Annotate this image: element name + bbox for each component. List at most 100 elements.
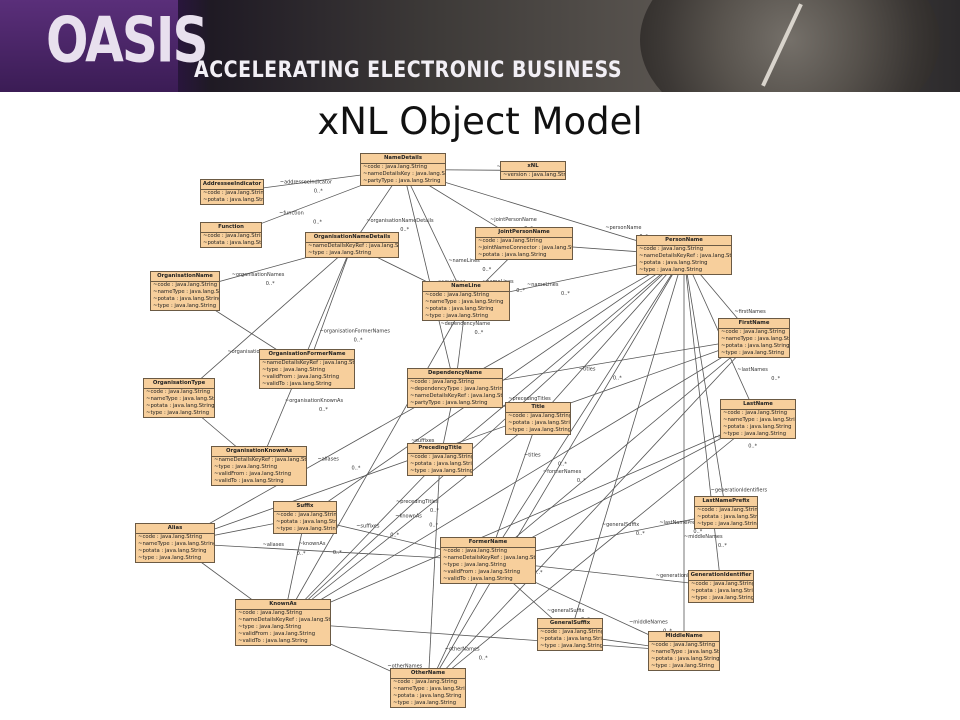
association-label: ~personName <box>605 225 641 231</box>
uml-attribute: ~validTo : java.lang.String <box>214 478 284 484</box>
uml-class-othername: OtherName~code : java.lang.String~nameTy… <box>390 668 466 708</box>
uml-class-title: Title~code : java.lang.String~potata : j… <box>505 402 571 435</box>
association-line <box>683 254 722 587</box>
association-label: ~organisationTypes <box>227 349 277 355</box>
uml-attribute: ~validFrom : java.lang.String <box>214 471 292 477</box>
uml-attribute: ~partyType : java.lang.String <box>363 178 441 184</box>
uml-attribute: ~potata : java.lang.String <box>723 424 792 430</box>
association-line <box>454 337 755 389</box>
uml-attribute: ~nameDetailsKey : java.lang.String <box>363 171 445 177</box>
uml-class-generationidentifier: GenerationIdentifier~code : java.lang.St… <box>688 570 754 603</box>
uml-class-name: AddresseeIndicator <box>201 180 263 190</box>
association-line <box>282 418 759 623</box>
association-line <box>427 459 441 689</box>
multiplicity-label: 0..* <box>636 531 645 537</box>
uml-class-organisationname: OrganisationName~code : java.lang.String… <box>150 271 220 311</box>
uml-class-formername: FormerName~code : java.lang.String~nameD… <box>440 537 536 584</box>
association-line <box>306 244 353 370</box>
uml-attribute: ~code : java.lang.String <box>363 164 428 170</box>
uml-class-lastnameprefix: LastNamePrefix~code : java.lang.String~p… <box>694 496 758 529</box>
uml-attribute: ~type : java.lang.String <box>262 367 326 373</box>
association-label: ~suffixes <box>356 524 380 530</box>
uml-class-lastname: LastName~code : java.lang.String~nameTyp… <box>720 399 796 439</box>
uml-attribute: ~code : java.lang.String <box>276 512 336 518</box>
multiplicity-label: 0..* <box>516 288 525 294</box>
uml-attribute: ~type : java.lang.String <box>691 595 753 601</box>
uml-class-addresseeindicator: AddresseeIndicator~code : java.lang.Stri… <box>200 179 264 205</box>
uml-attribute: ~version : java.lang.String <box>503 172 565 178</box>
uml-attribute: ~code : java.lang.String <box>540 629 602 635</box>
uml-attribute: ~type : java.lang.String <box>138 555 202 561</box>
uml-class-organisationtype: OrganisationType~code : java.lang.String… <box>143 378 215 418</box>
uml-attribute: ~type : java.lang.String <box>651 663 715 669</box>
multiplicity-label: 0..* <box>354 337 363 343</box>
uml-class-alias: Alias~code : java.lang.String~nameType :… <box>135 523 215 563</box>
multiplicity-label: 0..* <box>474 330 483 336</box>
uml-attribute: ~validFrom : java.lang.String <box>443 569 521 575</box>
multiplicity-label: 0..* <box>390 533 399 539</box>
uml-attribute: ~nameType : java.lang.String <box>651 649 719 655</box>
multiplicity-label: 0..* <box>430 508 439 514</box>
association-label: ~precedingTitles <box>508 396 551 402</box>
uml-attribute: ~validTo : java.lang.String <box>262 381 332 387</box>
oasis-logo: OASIS <box>46 4 208 77</box>
association-line <box>174 542 489 561</box>
uml-class-name: JointPersonName <box>476 228 572 238</box>
association-label: ~suffixes <box>411 438 435 444</box>
association-label: ~organisationNameDetails <box>366 218 434 224</box>
multiplicity-label: 0..* <box>577 478 586 484</box>
association-label: ~function <box>279 211 304 217</box>
uml-attribute: ~code : java.lang.String <box>410 454 472 460</box>
association-line <box>427 337 755 689</box>
uml-attribute: ~type : java.lang.String <box>723 431 787 437</box>
logo-panel: OASIS <box>0 0 208 92</box>
uml-class-name: Alias <box>136 524 214 534</box>
uml-class-organisationknownas: OrganisationKnownAs~nameDetailsKeyRef : … <box>211 446 307 486</box>
uml-attribute: ~potata : java.lang.String <box>203 240 261 246</box>
multiplicity-label: 0..* <box>613 376 622 382</box>
uml-attribute: ~type : java.lang.String <box>540 643 602 649</box>
association-line <box>282 254 685 623</box>
uml-attribute: ~nameDetailsKeyRef : java.lang.String <box>238 617 330 623</box>
association-line <box>402 169 467 302</box>
association-label: ~otherNames <box>445 646 480 652</box>
slide-title: xNL Object Model <box>317 100 643 143</box>
association-label: ~nameLines <box>527 282 559 288</box>
association-label: ~middleNames <box>684 534 723 540</box>
uml-attribute: ~potata : java.lang.String <box>276 519 336 525</box>
multiplicity-label: 0..* <box>561 291 570 297</box>
uml-attribute: ~type : java.lang.String <box>146 410 210 416</box>
uml-attribute: ~potata : java.lang.String <box>508 420 570 426</box>
multiplicity-label: 0..* <box>748 443 757 449</box>
uml-class-name: LastNamePrefix <box>695 497 757 507</box>
uml-class-middlename: MiddleName~code : java.lang.String~nameT… <box>648 631 720 671</box>
uml-attribute: ~code : java.lang.String <box>721 329 786 335</box>
uml-class-nameline: NameLine~code : java.lang.String~nameTyp… <box>422 281 510 321</box>
uml-attribute: ~validTo : java.lang.String <box>238 638 308 644</box>
multiplicity-label: 0..* <box>693 529 702 535</box>
association-label: ~precedingTitles <box>396 499 439 505</box>
uml-class-name: GenerationIdentifier <box>689 571 753 581</box>
association-line <box>487 418 539 561</box>
uml-class-dependencyname: DependencyName~code : java.lang.String~d… <box>407 368 503 408</box>
association-line <box>487 418 759 561</box>
uml-class-name: LastName <box>721 400 795 410</box>
association-label: ~generalSuffix <box>602 522 639 528</box>
uml-attribute: ~potata : java.lang.String <box>721 343 789 349</box>
association-label: ~middleNames <box>629 620 668 626</box>
multiplicity-label: 0..* <box>313 220 322 226</box>
uml-attribute: ~nameDetailsKeyRef : java.lang.String <box>308 243 398 249</box>
uml-attribute: ~nameDetailsKeyRef : java.lang.String <box>443 555 535 561</box>
uml-class-generalsuffix: GeneralSuffix~code : java.lang.String~po… <box>537 618 603 651</box>
association-label: ~lastNames <box>737 367 768 373</box>
uml-class-jointpersonname: JointPersonName~code : java.lang.String~… <box>475 227 573 260</box>
uml-class-function: Function~code : java.lang.String~potata … <box>200 222 262 248</box>
uml-attribute: ~nameDetailsKeyRef : java.lang.String <box>410 393 502 399</box>
uml-attribute: ~code : java.lang.String <box>203 233 261 239</box>
uml-attribute: ~code : java.lang.String <box>238 610 303 616</box>
uml-attribute: ~type : java.lang.String <box>443 562 507 568</box>
uml-class-name: FirstName <box>719 319 789 329</box>
uml-attribute: ~potata : java.lang.String <box>697 514 757 520</box>
association-label: ~jointPersonName <box>490 217 537 223</box>
uml-attribute: ~type : java.lang.String <box>393 700 457 706</box>
